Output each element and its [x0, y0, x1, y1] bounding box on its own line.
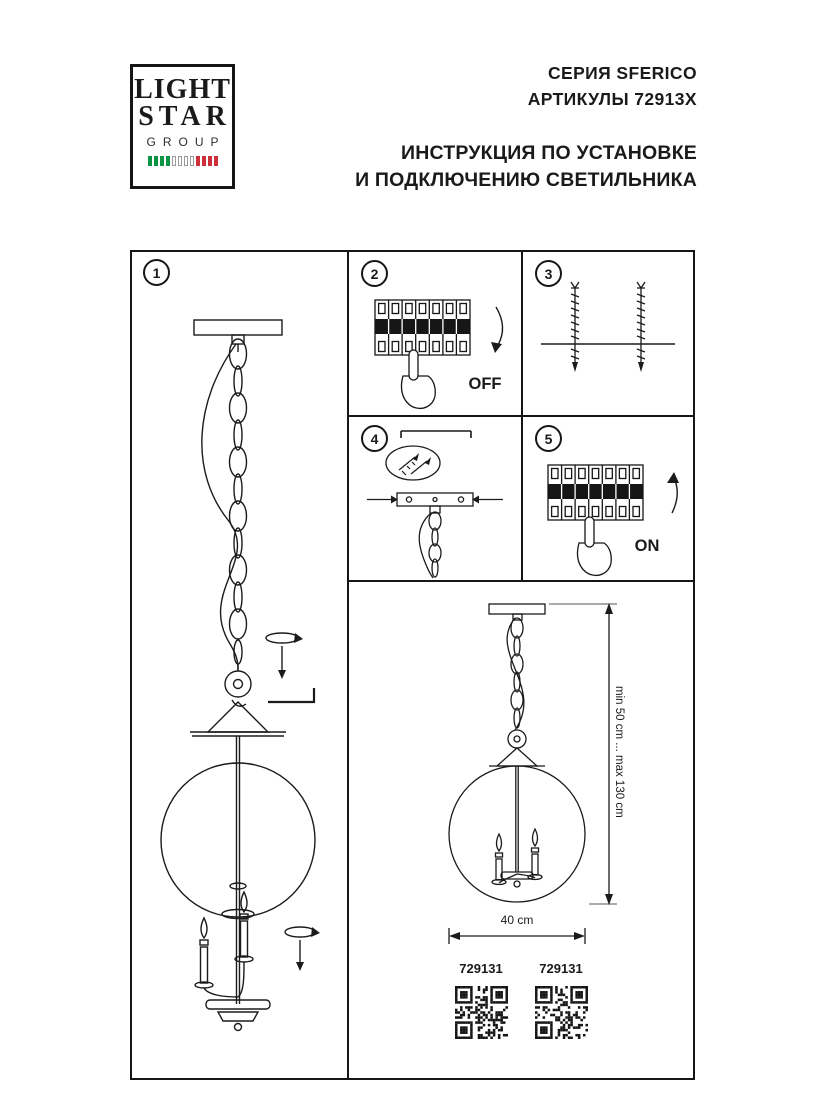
logo-word-star: STAR	[138, 101, 231, 133]
series-name: СЕРИЯ SFERICO	[548, 63, 697, 83]
panel-step-2: 2 OFF	[349, 252, 521, 415]
mounting-bracket-diagram	[367, 430, 503, 579]
height-dimension-label: min 50 cm ... max 130 cm	[613, 686, 625, 818]
logo-word-light: LIGHT	[134, 74, 231, 105]
step-number-badge: 4	[361, 425, 388, 452]
product-code: 729131	[539, 961, 583, 976]
step-number-badge: 1	[143, 259, 170, 286]
width-dimension-label: 40 cm	[500, 913, 534, 927]
pendant-assembly-diagram	[160, 319, 320, 1032]
grid-divider	[347, 415, 693, 417]
instruction-grid: 1	[130, 250, 695, 1080]
panel-result: min 50 cm ... max 130 cm 40 cm 729131 72…	[349, 582, 693, 1078]
power-off-label: OFF	[468, 375, 502, 393]
power-on-label: ON	[634, 537, 660, 555]
panel-step-1: 1	[132, 252, 347, 1078]
qr-code	[535, 986, 588, 1039]
article-numbers: АРТИКУЛЫ 72913X	[527, 89, 697, 109]
panel-step-4: 4	[349, 417, 521, 580]
step-number-badge: 5	[535, 425, 562, 452]
step-number-badge: 3	[535, 260, 562, 287]
circuit-breaker-on-diagram	[547, 464, 679, 577]
instruction-title-line2: И ПОДКЛЮЧЕНИЮ СВЕТИЛЬНИКА	[355, 169, 697, 191]
panel-step-5: 5 ON	[523, 417, 693, 580]
step-number-badge: 2	[361, 260, 388, 287]
product-code: 729131	[459, 961, 503, 976]
header: СЕРИЯ SFERICO АРТИКУЛЫ 72913X ИНСТРУКЦИЯ…	[280, 60, 697, 194]
ceiling-anchors-diagram	[541, 281, 675, 372]
circuit-breaker-off-diagram	[374, 299, 504, 410]
italian-flag-stripes-icon	[147, 155, 218, 166]
panel-step-3: 3	[523, 252, 693, 415]
logo-word-group: GROUP	[146, 134, 226, 149]
qr-code	[455, 986, 508, 1039]
instruction-title: ИНСТРУКЦИЯ ПО УСТАНОВКЕ И ПОДКЛЮЧЕНИЮ СВ…	[280, 140, 697, 194]
grid-divider	[521, 252, 523, 582]
installed-lamp-dimension-diagram	[448, 603, 617, 944]
grid-divider	[347, 252, 349, 1078]
grid-divider	[347, 580, 693, 582]
instruction-title-line1: ИНСТРУКЦИЯ ПО УСТАНОВКЕ	[400, 142, 697, 164]
lightstar-logo: LIGHT STAR GROUP	[130, 64, 235, 189]
